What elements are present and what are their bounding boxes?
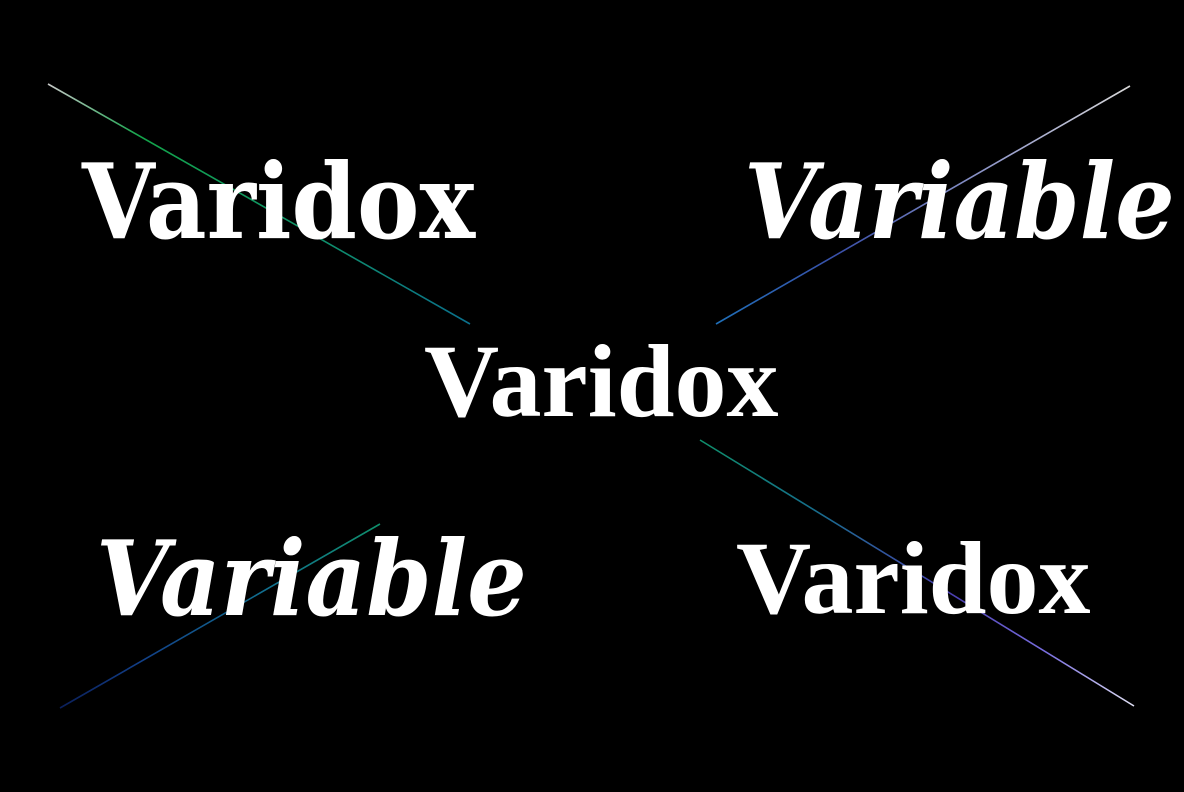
specimen-text-top-right: Variable (744, 140, 1175, 263)
specimen-text-center: Varidox (424, 324, 779, 439)
specimen-text-top-left: Varidox (82, 140, 476, 263)
specimen-text-bottom-left: Variable (96, 517, 527, 640)
specimen-text-bottom-right: Varidox (736, 521, 1091, 636)
